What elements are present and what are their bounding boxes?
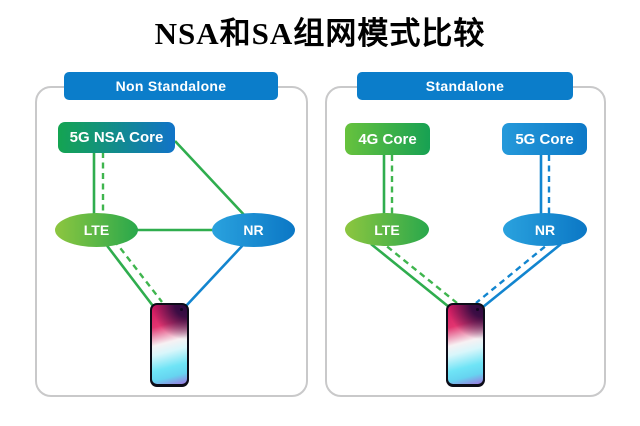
nsa-core-box: 5G NSA Core — [58, 122, 175, 153]
sa-nr-ellipse: NR — [503, 213, 587, 246]
page-title: NSA和SA组网模式比较 — [154, 16, 486, 51]
standalone-header: Standalone — [357, 72, 573, 100]
smartphone-screen — [152, 305, 187, 384]
smartphone-image-right — [446, 303, 485, 387]
smartphone-image-left — [150, 303, 189, 387]
nsa-nr-ellipse: NR — [212, 213, 295, 247]
nsa-lte-ellipse: LTE — [55, 213, 138, 247]
sa-lte-ellipse: LTE — [345, 213, 429, 246]
sa-4g-core-box: 4G Core — [345, 123, 430, 155]
camera-dot-icon — [476, 308, 479, 311]
sa-5g-core-box: 5G Core — [502, 123, 587, 155]
non-standalone-header: Non Standalone — [64, 72, 278, 100]
camera-dot-icon — [180, 308, 183, 311]
smartphone-screen — [448, 305, 483, 384]
